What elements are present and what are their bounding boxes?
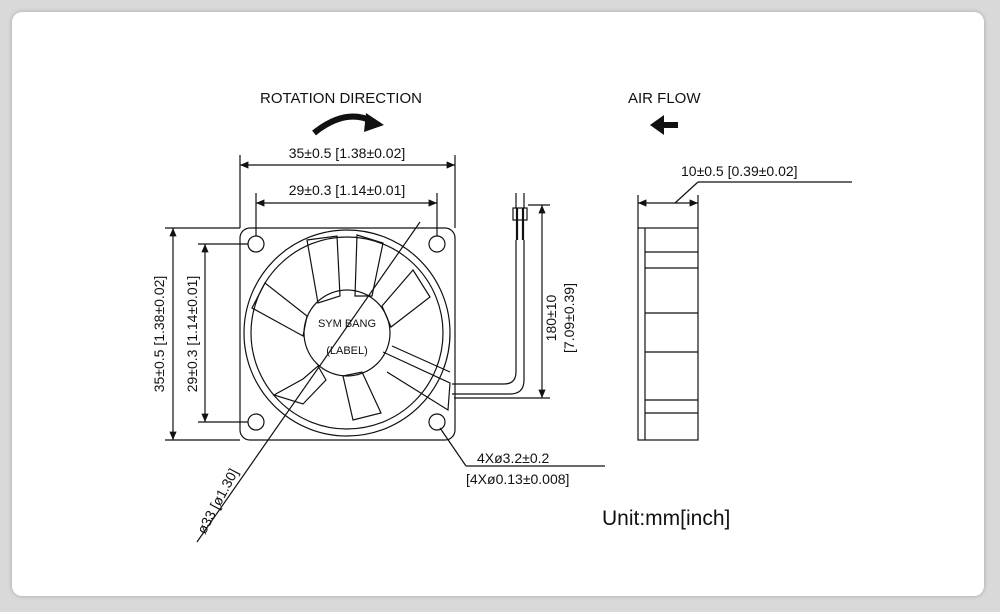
svg-text:29±0.3 [1.14±0.01]: 29±0.3 [1.14±0.01] — [289, 182, 406, 198]
thickness-dimension: 10±0.5 [0.39±0.02] — [637, 163, 852, 228]
label-brand-text: SYM BANG — [318, 318, 376, 330]
label-tag-text: (LABEL) — [326, 345, 368, 357]
air-flow-arrow-icon — [650, 115, 678, 135]
rotation-arrow-icon — [312, 113, 384, 136]
air-flow-label: AIR FLOW — [628, 90, 701, 107]
fan-side-view — [637, 227, 699, 441]
outer-height-dimension: 35±0.5 [1.38±0.02] — [151, 227, 240, 441]
svg-text:35±0.5 [1.38±0.02]: 35±0.5 [1.38±0.02] — [289, 145, 406, 161]
lead-wires — [452, 193, 528, 395]
fan-front-view: SYM BANG (LABEL) — [239, 227, 456, 441]
diameter-dimension: ø33 [ø1.30] — [194, 466, 242, 537]
outer-width-dimension: 35±0.5 [1.38±0.02] — [239, 145, 456, 228]
wire-length-dimension: 180±10 [7.09±0.39] — [454, 204, 577, 399]
svg-text:180±10: 180±10 — [543, 294, 559, 341]
hole-callout: 4Xø3.2±0.2 [4Xø0.13±0.008] — [439, 427, 605, 487]
rotation-direction-label: ROTATION DIRECTION — [260, 90, 422, 107]
unit-note: Unit:mm[inch] — [602, 507, 730, 530]
diameter-leader — [196, 221, 421, 543]
svg-text:10±0.5 [0.39±0.02]: 10±0.5 [0.39±0.02] — [681, 163, 798, 179]
fan-blade-icon — [251, 234, 431, 421]
inner-height-dimension: 29±0.3 [1.14±0.01] — [184, 243, 248, 423]
svg-text:4Xø3.2±0.2: 4Xø3.2±0.2 — [477, 450, 549, 466]
svg-text:[4Xø0.13±0.008]: [4Xø0.13±0.008] — [466, 471, 569, 487]
svg-text:29±0.3 [1.14±0.01]: 29±0.3 [1.14±0.01] — [184, 276, 200, 393]
inner-width-dimension: 29±0.3 [1.14±0.01] — [255, 182, 438, 236]
svg-text:[7.09±0.39]: [7.09±0.39] — [561, 283, 577, 353]
svg-text:35±0.5 [1.38±0.02]: 35±0.5 [1.38±0.02] — [151, 276, 167, 393]
